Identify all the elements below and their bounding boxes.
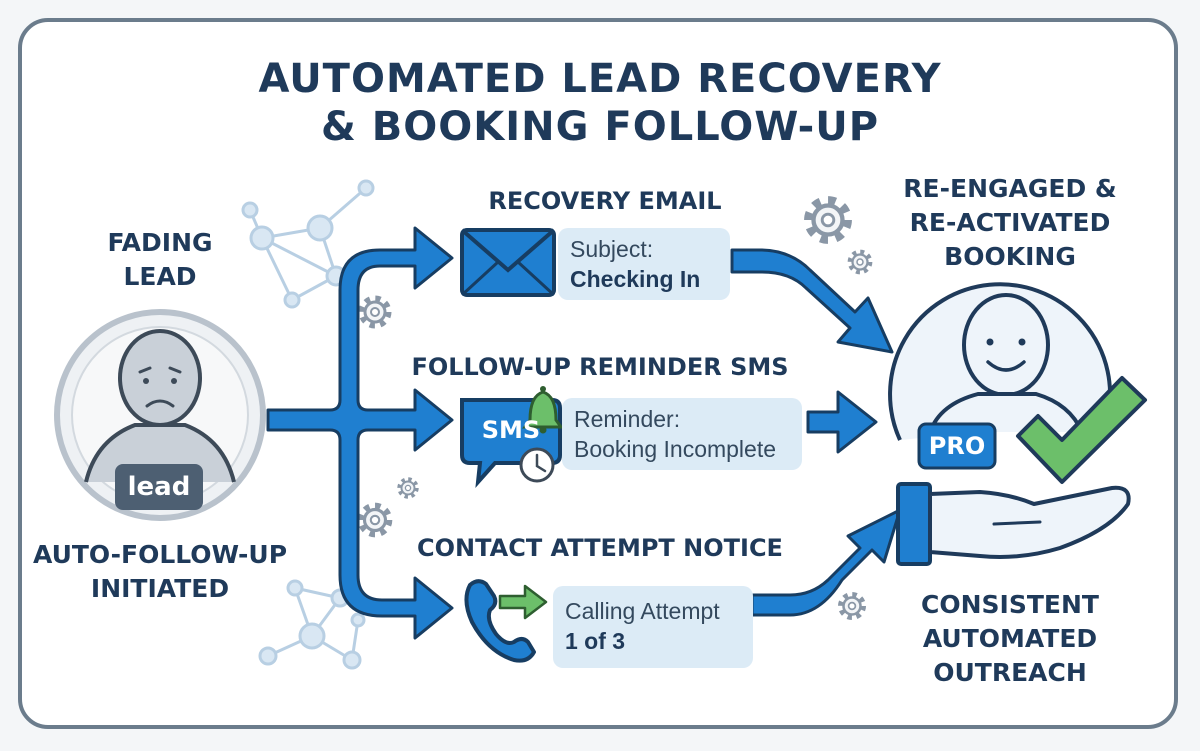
title-line: & BOOKING FOLLOW-UP bbox=[320, 104, 880, 150]
network-icon-top bbox=[241, 179, 375, 309]
label-line: OUTREACH bbox=[933, 658, 1087, 687]
recovery-email-bubble: Subject: Checking In bbox=[558, 228, 730, 300]
label-line: CONSISTENT bbox=[921, 590, 1099, 619]
label-line: FADING bbox=[107, 228, 213, 257]
lead-badge bbox=[115, 464, 203, 510]
pro-badge-label: PRO bbox=[928, 432, 986, 460]
clock-icon bbox=[519, 447, 555, 483]
diagram-title: AUTOMATED LEAD RECOVERY & BOOKING FOLLOW… bbox=[150, 55, 1050, 151]
consistent-outreach-label: CONSISTENT AUTOMATED OUTREACH bbox=[880, 588, 1140, 690]
bell-icon bbox=[522, 386, 564, 434]
flow-arrows bbox=[266, 226, 902, 640]
label-line: RE-ACTIVATED bbox=[909, 208, 1111, 237]
lead-badge-label: lead bbox=[127, 472, 191, 502]
label-line: INITIATED bbox=[90, 574, 230, 603]
fading-lead-label: FADING LEAD bbox=[70, 226, 250, 294]
gear-icon bbox=[809, 201, 847, 239]
phone-icon bbox=[464, 579, 536, 663]
bubble-line: Booking Incomplete bbox=[574, 436, 777, 462]
auto-follow-up-label: AUTO-FOLLOW-UP INITIATED bbox=[30, 538, 290, 606]
gear-icon bbox=[362, 299, 388, 325]
reminder-sms-bubble: Reminder: Booking Incomplete bbox=[562, 398, 802, 470]
bubble-line: Subject: bbox=[570, 236, 654, 262]
gear-icon bbox=[400, 480, 417, 497]
fading-lead-avatar bbox=[54, 309, 266, 521]
title-line: AUTOMATED LEAD RECOVERY bbox=[258, 56, 942, 102]
bubble-line: Checking In bbox=[570, 266, 701, 292]
recovery-email-title: RECOVERY EMAIL bbox=[488, 187, 722, 215]
envelope-icon bbox=[460, 228, 556, 297]
label-line: AUTOMATED bbox=[922, 624, 1098, 653]
outgoing-arrow-icon bbox=[498, 584, 548, 620]
contact-attempt-title: CONTACT ATTEMPT NOTICE bbox=[417, 534, 783, 562]
network-icon-bottom bbox=[258, 579, 366, 670]
gear-icon bbox=[841, 595, 863, 617]
sms-badge-label: SMS bbox=[481, 416, 541, 444]
bubble-line: Reminder: bbox=[574, 406, 681, 432]
gear-icon bbox=[850, 252, 870, 272]
label-line: BOOKING bbox=[944, 242, 1076, 271]
label-line: RE-ENGAGED & bbox=[903, 174, 1117, 203]
bubble-line: 1 of 3 bbox=[565, 628, 626, 654]
reminder-sms-title: FOLLOW-UP REMINDER SMS bbox=[411, 353, 789, 381]
label-line: AUTO-FOLLOW-UP bbox=[32, 540, 288, 569]
checkmark-icon bbox=[1016, 376, 1147, 484]
open-hand-icon bbox=[896, 482, 1131, 566]
pro-badge bbox=[917, 422, 997, 470]
gear-icon bbox=[361, 506, 388, 533]
re-engaged-label: RE-ENGAGED & RE-ACTIVATED BOOKING bbox=[880, 172, 1140, 274]
label-line: LEAD bbox=[123, 262, 197, 291]
contact-attempt-bubble: Calling Attempt 1 of 3 bbox=[553, 586, 753, 668]
engaged-client-avatar bbox=[888, 282, 1113, 441]
bubble-line: Calling Attempt bbox=[565, 598, 720, 624]
